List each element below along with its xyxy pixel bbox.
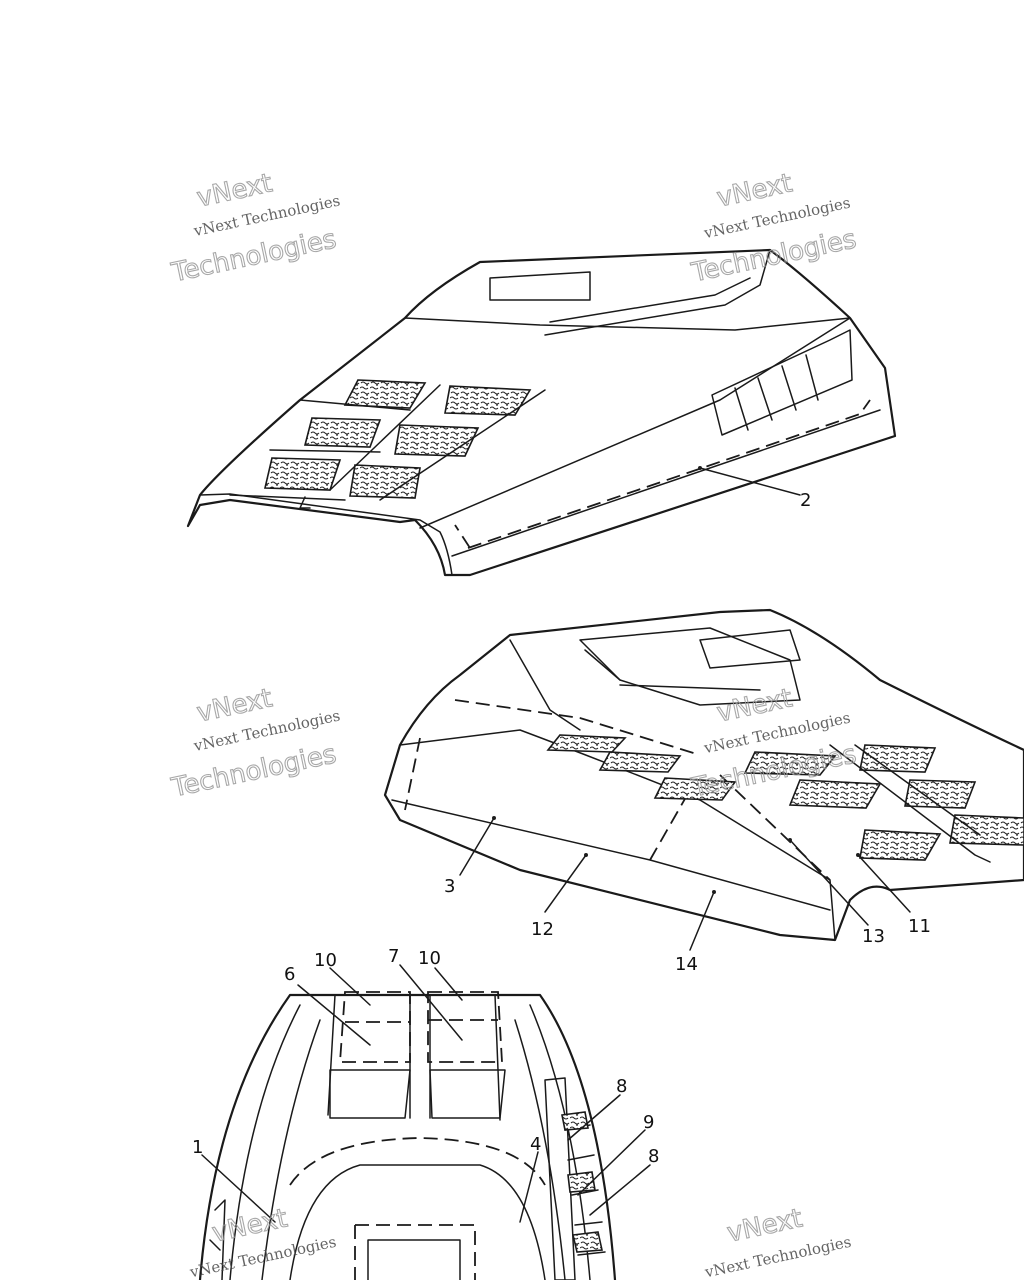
callout-2: 2 (800, 490, 811, 511)
hood-view-top (186, 248, 897, 577)
callout-13: 13 (862, 926, 885, 947)
leader-line-8a (567, 1094, 621, 1141)
leader-line-4 (519, 1151, 539, 1223)
hood-view-bottom (198, 964, 651, 1280)
callout-6: 6 (284, 964, 295, 985)
leader-line-11 (857, 854, 911, 913)
svg-text:vNext: vNext (725, 1203, 806, 1248)
callout-10-right: 10 (418, 948, 441, 969)
leader-line-2 (699, 467, 801, 496)
leader-line-14 (689, 891, 715, 951)
callout-4: 4 (530, 1134, 541, 1155)
leader-line-8b (589, 1164, 651, 1216)
callout-3: 3 (444, 876, 455, 897)
callout-12: 12 (531, 919, 554, 940)
leader-line-10a (329, 967, 371, 1006)
callout-9: 9 (643, 1112, 654, 1133)
svg-text:vNext: vNext (210, 1203, 291, 1248)
leader-line-3 (459, 817, 495, 876)
callout-8-upper: 8 (616, 1076, 627, 1097)
hood-view-middle (383, 608, 1024, 951)
callout-11: 11 (908, 916, 931, 937)
leader-line-10b (434, 967, 463, 1001)
watermark-bottom-right: vNext vNext Technologies (702, 1203, 852, 1280)
callout-labels: 2 3 12 14 13 11 10 6 7 10 8 9 8 4 1 (192, 490, 931, 1167)
callout-1: 1 (192, 1137, 203, 1158)
leader-line-9 (577, 1129, 646, 1196)
watermark-top-right: vNext vNext Technologies Technologies (688, 168, 860, 289)
leader-line-6 (297, 984, 371, 1046)
callout-8-lower: 8 (648, 1146, 659, 1167)
leader-line-1 (201, 1154, 276, 1223)
callout-10-left: 10 (314, 950, 337, 971)
leader-line-12 (544, 854, 587, 913)
callout-7: 7 (388, 946, 399, 967)
leader-line-7 (399, 964, 463, 1041)
watermark-top-left: vNext vNext Technologies Technologies (168, 168, 342, 289)
watermark-mid-left: vNext vNext Technologies Technologies (168, 683, 342, 804)
callout-14: 14 (675, 954, 698, 975)
svg-text:vNext Technologies: vNext Technologies (702, 1233, 852, 1280)
leader-line-13 (789, 839, 869, 926)
